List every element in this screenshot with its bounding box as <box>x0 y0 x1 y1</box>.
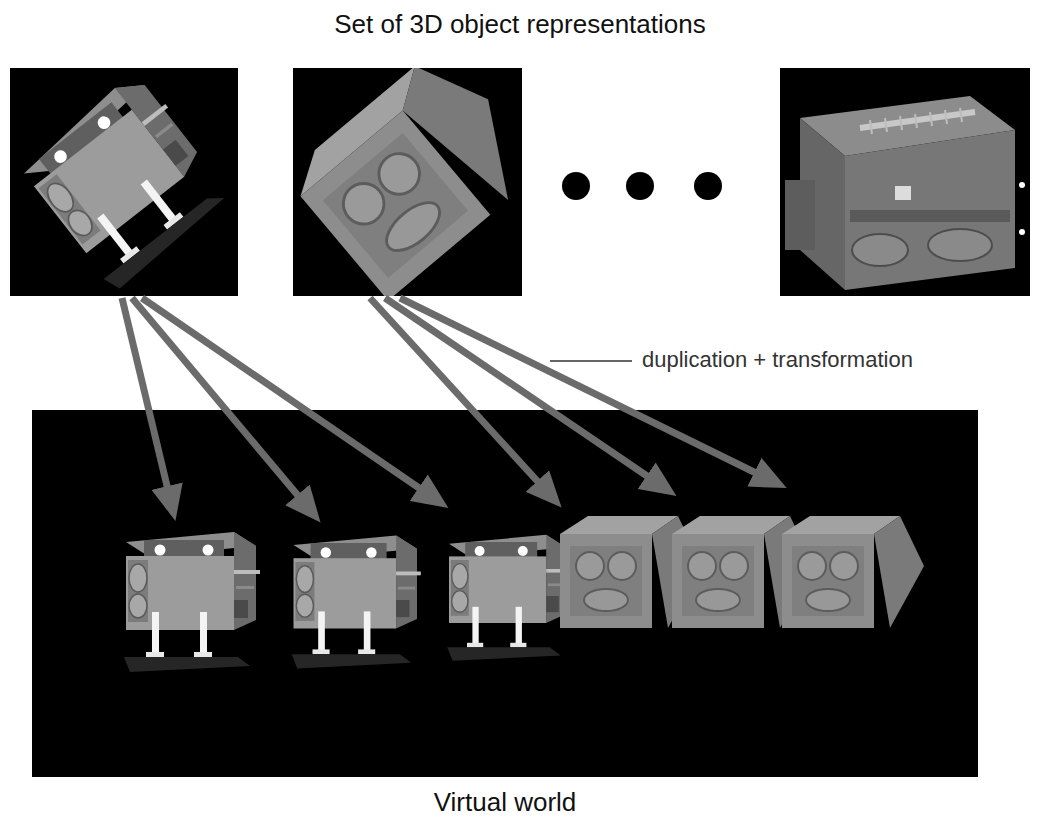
diagram-title: Set of 3D object representations <box>334 9 705 40</box>
model-thumbnail <box>900 116 902 130</box>
model-thumbnail <box>780 68 1030 296</box>
world-objects <box>124 532 260 672</box>
model-thumbnail <box>293 68 522 296</box>
model-thumbnail <box>10 68 238 296</box>
model-thumbnail <box>15 70 237 293</box>
world-objects <box>447 535 569 661</box>
ellipsis-dots <box>626 172 654 200</box>
model-thumbnail <box>1019 182 1025 188</box>
model-thumbnail <box>852 234 908 266</box>
model-thumbnail <box>870 108 962 134</box>
world-objects <box>292 535 421 668</box>
world-panel: Virtual world <box>32 410 978 777</box>
model-thumbnail <box>293 68 522 296</box>
model-thumbnail <box>1019 229 1025 235</box>
model-thumbnail <box>15 70 237 293</box>
ellipsis-dots <box>562 172 722 200</box>
model-thumbnail <box>928 229 992 261</box>
model-thumbnail <box>10 68 238 296</box>
duplication-arrow <box>385 298 650 478</box>
world-panel <box>32 410 978 777</box>
duplication-arrow <box>122 298 758 498</box>
model-thumbnail <box>860 112 975 128</box>
panel-caption: Virtual world <box>32 787 978 818</box>
world-objects <box>782 516 924 628</box>
duplication-arrow <box>400 298 758 474</box>
ellipsis-dots <box>694 172 722 200</box>
model-thumbnail <box>915 114 917 128</box>
model-thumbnail <box>870 120 872 134</box>
model-thumbnail <box>785 96 1025 290</box>
ellipsis-dots <box>562 172 590 200</box>
model-thumbnail <box>780 68 1030 296</box>
world-objects <box>124 516 924 672</box>
model-thumbnail <box>885 118 887 132</box>
annotation-label: duplication + transformation <box>640 347 915 373</box>
model-thumbnail <box>930 112 932 126</box>
duplication-arrow <box>142 298 422 490</box>
model-thumbnail <box>850 210 1010 222</box>
model-thumbnail <box>895 186 911 200</box>
duplication-arrow <box>122 298 168 490</box>
model-thumbnail <box>845 130 1015 290</box>
model-thumbnail <box>785 180 815 250</box>
model-thumbnail <box>945 110 947 124</box>
leader-line <box>550 360 632 362</box>
model-thumbnail <box>960 108 962 122</box>
model-thumbnail <box>284 44 546 301</box>
duplication-arrow <box>132 298 300 498</box>
